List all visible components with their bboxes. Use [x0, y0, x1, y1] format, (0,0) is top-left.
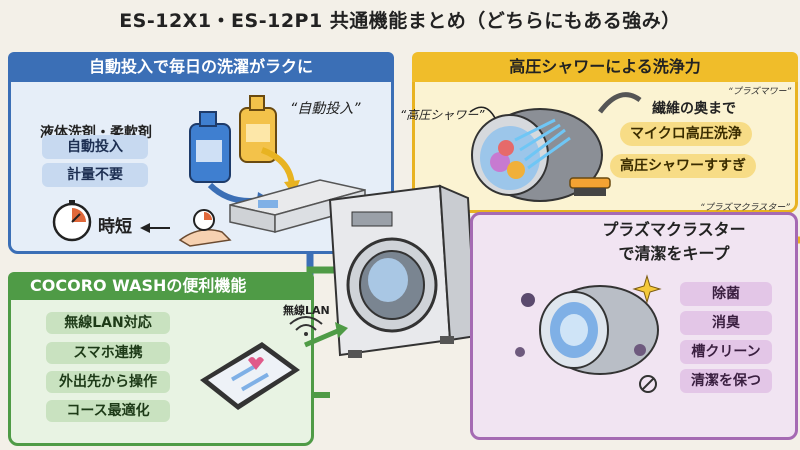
shower-spray-icon: [514, 118, 571, 170]
smartphone-icon: [200, 342, 300, 410]
page-title: ES-12X1・ES-12P1 共通機能まとめ（どちらにもある強み）: [119, 10, 681, 32]
auto-quote: “自動投入”: [290, 101, 361, 117]
hand-clock-icon: [178, 209, 232, 247]
plasma-header-line2: で清潔をキープ: [618, 244, 730, 263]
pill-wireless-lan: 無線LAN対応: [46, 312, 170, 334]
wifi-label: 無線LAN: [283, 304, 330, 317]
pill-sterilize: 除菌: [680, 282, 772, 306]
fiber-label: 繊維の奥まで: [652, 101, 736, 117]
sparkle-icon: [632, 274, 662, 304]
pill-deodorize: 消臭: [680, 311, 772, 335]
shower-header: 高圧シャワーによる洗浄力: [412, 52, 798, 82]
pill-shower-rinse: 高圧シャワーすすぎ: [610, 154, 756, 178]
wifi-icon: [289, 316, 323, 336]
pill-smartphone-link: スマホ連携: [46, 342, 170, 364]
plasma-header-line1: プラズマクラスター: [602, 220, 746, 239]
washing-machine-icon: [328, 184, 478, 358]
pill-course-optimize: コース最適化: [46, 400, 170, 422]
softener-bottle-icon: [239, 95, 277, 163]
detergent-bottle-icon: [189, 111, 231, 183]
auto-dispense-header: 自動投入で毎日の洗濯がラクに: [8, 52, 394, 82]
cocoro-header: COCORO WASHの便利機能: [8, 272, 314, 300]
pill-micro-wash: マイクロ高圧洗浄: [620, 122, 752, 146]
brush-icon: [569, 177, 611, 196]
shower-quote: “高圧シャワー”: [400, 108, 485, 122]
pill-no-measuring: 計量不要: [42, 163, 148, 187]
pill-keep-clean: 清潔を保つ: [680, 369, 772, 393]
pill-auto-dispense: 自動投入: [42, 135, 148, 159]
dispenser-tray-icon: [229, 179, 366, 233]
shower-quote-2: “プラズマワー”: [728, 87, 792, 97]
connector-green: [306, 266, 345, 274]
germ-icon: [515, 293, 657, 393]
plasma-header: プラズマクラスター で清潔をキープ: [574, 216, 774, 272]
stopwatch-icon: [52, 200, 92, 242]
cocoro-header-text: COCORO WASHの便利機能: [30, 276, 247, 295]
pill-tub-clean: 槽クリーン: [680, 340, 772, 364]
plasma-quote: “プラズマクラスター”: [700, 203, 790, 213]
clean-drum-icon: [539, 285, 659, 375]
time-saving-label: 時短: [98, 217, 132, 237]
pill-remote-control: 外出先から操作: [46, 371, 170, 393]
